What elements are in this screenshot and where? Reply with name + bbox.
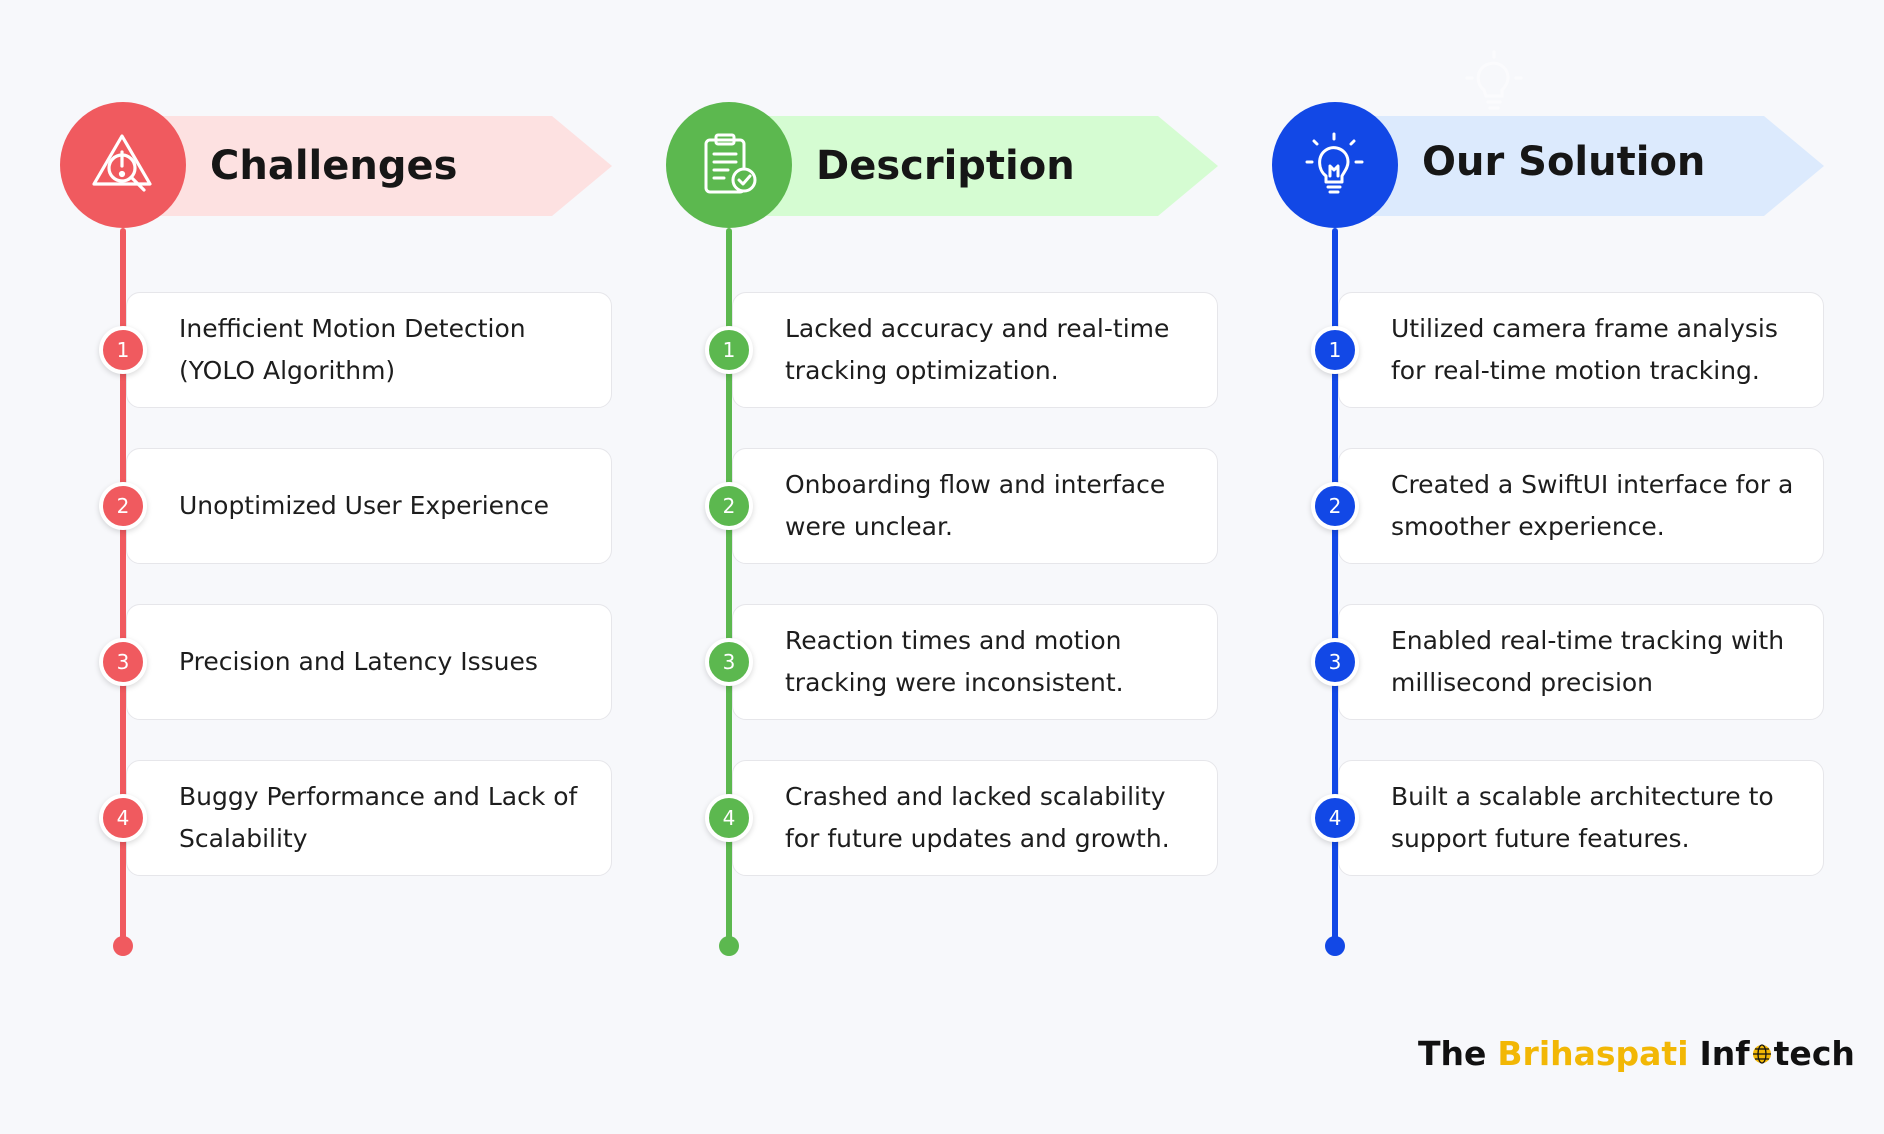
solution-card-4: Built a scalable architecture to support… <box>1338 760 1824 876</box>
solution-number-1: 1 <box>1311 326 1359 374</box>
solution-title: Our Solution <box>1422 139 1706 185</box>
challenge-card-4: Buggy Performance and Lack of Scalabilit… <box>126 760 612 876</box>
clipboard-check-icon <box>666 102 792 228</box>
solution-number-2: 2 <box>1311 482 1359 530</box>
solution-card-3: Enabled real-time tracking with millisec… <box>1338 604 1824 720</box>
solution-rail <box>1332 228 1338 944</box>
globe-icon <box>1752 1043 1771 1064</box>
brand-word-inf: Inf <box>1699 1034 1750 1073</box>
description-number-1: 1 <box>705 326 753 374</box>
faint-lightbulb-icon <box>1465 50 1523 110</box>
solution-banner: Our Solution <box>1348 116 1824 216</box>
brand-word-tech: tech <box>1773 1034 1855 1073</box>
solution-number-4: 4 <box>1311 794 1359 842</box>
challenges-rail-end <box>113 936 133 956</box>
challenges-rail <box>120 228 126 944</box>
description-banner: Description <box>742 116 1218 216</box>
challenge-text-1: Inefficient Motion Detection (YOLO Algor… <box>179 314 526 385</box>
challenge-card-2: Unoptimized User Experience <box>126 448 612 564</box>
lightbulb-icon <box>1272 102 1398 228</box>
brand-word-the: The <box>1418 1034 1487 1073</box>
challenge-number-1: 1 <box>99 326 147 374</box>
description-number-3: 3 <box>705 638 753 686</box>
warning-search-icon <box>60 102 186 228</box>
solution-text-2: Created a SwiftUI interface for a smooth… <box>1391 470 1794 541</box>
solution-rail-end <box>1325 936 1345 956</box>
description-card-4: Crashed and lacked scalability for futur… <box>732 760 1218 876</box>
solution-text-4: Built a scalable architecture to support… <box>1391 782 1774 853</box>
description-column: Description Lacked accuracy and real-tim… <box>666 100 1226 960</box>
brand-word-brihaspati: Brihaspati <box>1497 1034 1689 1073</box>
solution-card-1: Utilized camera frame analysis for real-… <box>1338 292 1824 408</box>
solution-column: Our Solution Utilized camera frame analy… <box>1272 100 1832 960</box>
description-card-3: Reaction times and motion tracking were … <box>732 604 1218 720</box>
description-number-4: 4 <box>705 794 753 842</box>
challenge-text-2: Unoptimized User Experience <box>179 491 550 520</box>
description-number-2: 2 <box>705 482 753 530</box>
description-text-4: Crashed and lacked scalability for futur… <box>785 782 1170 853</box>
challenge-number-2: 2 <box>99 482 147 530</box>
solution-card-2: Created a SwiftUI interface for a smooth… <box>1338 448 1824 564</box>
solution-text-1: Utilized camera frame analysis for real-… <box>1391 314 1778 385</box>
challenge-card-1: Inefficient Motion Detection (YOLO Algor… <box>126 292 612 408</box>
challenges-column: Challenges Inefficient Motion Detection … <box>60 100 620 960</box>
description-title: Description <box>816 143 1075 189</box>
challenge-number-3: 3 <box>99 638 147 686</box>
challenges-banner: Challenges <box>136 116 612 216</box>
description-text-2: Onboarding flow and interface were uncle… <box>785 470 1166 541</box>
solution-number-3: 3 <box>1311 638 1359 686</box>
description-card-1: Lacked accuracy and real-time tracking o… <box>732 292 1218 408</box>
description-rail-end <box>719 936 739 956</box>
description-rail <box>726 228 732 944</box>
description-card-2: Onboarding flow and interface were uncle… <box>732 448 1218 564</box>
brand-logo: The Brihaspati Inf tech <box>1418 1034 1855 1073</box>
challenge-number-4: 4 <box>99 794 147 842</box>
solution-text-3: Enabled real-time tracking with millisec… <box>1391 626 1785 697</box>
challenges-title: Challenges <box>210 143 458 189</box>
challenge-text-4: Buggy Performance and Lack of Scalabilit… <box>179 782 578 853</box>
challenge-text-3: Precision and Latency Issues <box>179 647 538 676</box>
description-text-3: Reaction times and motion tracking were … <box>785 626 1124 697</box>
challenge-card-3: Precision and Latency Issues <box>126 604 612 720</box>
description-text-1: Lacked accuracy and real-time tracking o… <box>785 314 1170 385</box>
